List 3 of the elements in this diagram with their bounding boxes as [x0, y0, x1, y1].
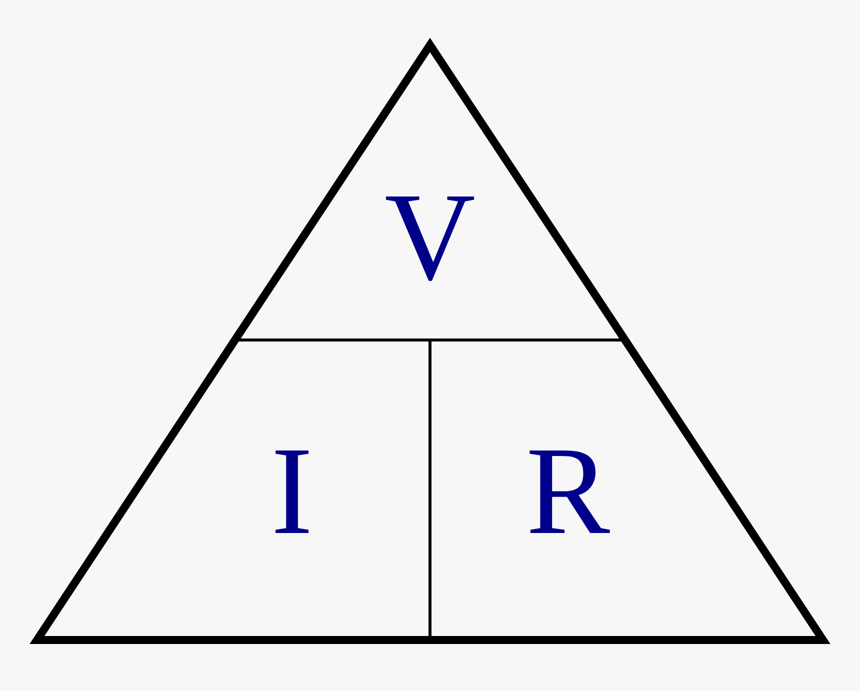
quantity-symbol: V: [384, 196, 476, 280]
quantity-symbol: I: [271, 450, 313, 534]
quantity-symbol: R: [526, 450, 610, 534]
